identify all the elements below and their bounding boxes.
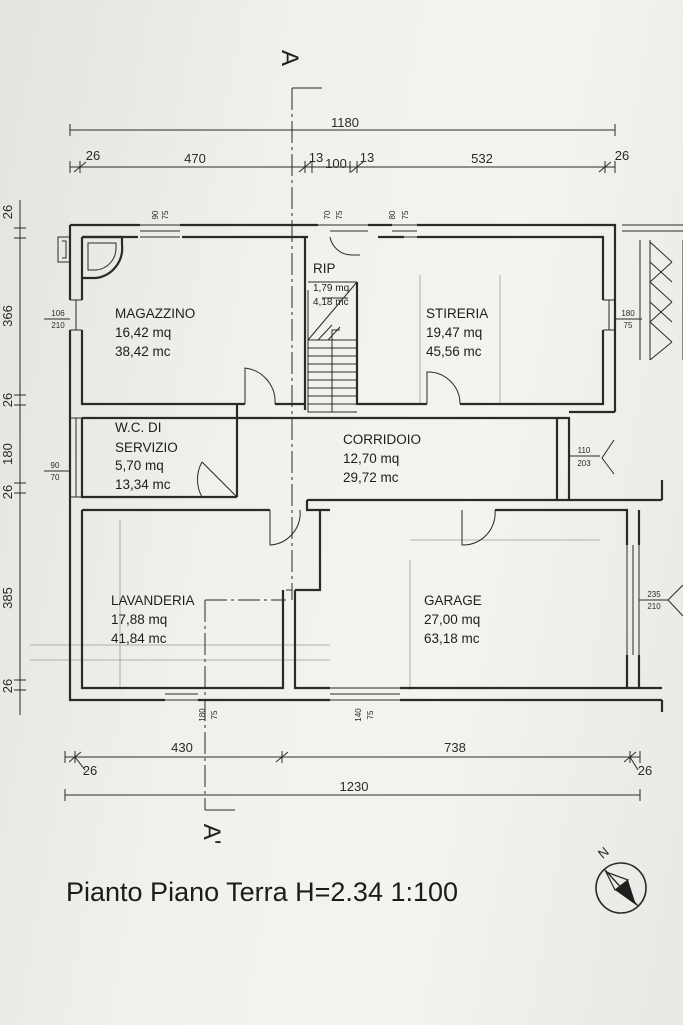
dim-bottom-1: 26 (83, 763, 97, 778)
stairs (307, 224, 683, 413)
stir-right-w: 180 (621, 309, 635, 318)
corr-right-h: 203 (577, 459, 591, 468)
lav-bottom-w: 180 (198, 708, 207, 722)
doors (57, 235, 496, 546)
stireria-name: STIRERIA (426, 306, 488, 321)
section-line: A A' (198, 50, 322, 844)
wc-name-2: SERVIZIO (115, 440, 178, 455)
lavanderia-name: LAVANDERIA (111, 593, 195, 608)
corr-right-w: 110 (578, 446, 591, 455)
dim-top-7: 26 (615, 148, 629, 163)
mag-top-h: 75 (161, 210, 170, 219)
gar-bottom-w: 140 (354, 708, 363, 722)
mag-top-w: 90 (151, 210, 160, 219)
compass-north-label: N (595, 844, 612, 862)
dim-left-5: 26 (0, 485, 15, 499)
magazzino-area: 16,42 mq (115, 325, 171, 340)
garage-area: 27,00 mq (424, 612, 480, 627)
wc-volume: 13,34 mc (115, 477, 171, 492)
stireria-area: 19,47 mq (426, 325, 482, 340)
lavanderia-area: 17,88 mq (111, 612, 167, 627)
dim-bottom-2: 430 (171, 740, 193, 755)
gar-bottom-h: 75 (366, 710, 375, 719)
background-lines (30, 275, 600, 690)
dim-left-7: 26 (0, 679, 15, 693)
plan-title: Pianto Piano Terra H=2.34 1:100 (66, 877, 458, 907)
garage-volume: 63,18 mc (424, 631, 480, 646)
corridoio-area: 12,70 mq (343, 451, 399, 466)
section-label-top: A (276, 50, 303, 66)
garage-name: GARAGE (424, 593, 482, 608)
magazzino-volume: 38,42 mc (115, 344, 171, 359)
wc-left-h: 70 (51, 473, 60, 482)
dim-left-1: 26 (0, 205, 15, 219)
dim-top-1: 26 (86, 148, 100, 163)
rip-name: RIP (313, 261, 336, 276)
opening-labels: 90 75 70 75 80 75 106 210 180 75 90 70 1… (44, 210, 683, 722)
dim-bottom-overall: 1230 (340, 779, 369, 794)
gar-right-h: 210 (647, 602, 661, 611)
stir-top-h: 75 (401, 210, 410, 219)
stir-top-w: 80 (388, 210, 397, 219)
lav-bottom-h: 75 (210, 710, 219, 719)
top-dimensions: 1180 26 470 13 100 13 532 26 (69, 115, 629, 173)
mag-left-h: 210 (51, 321, 65, 330)
stir-right-h: 75 (624, 321, 633, 330)
dim-left-2: 366 (0, 305, 15, 327)
wc-area: 5,70 mq (115, 458, 164, 473)
wc-name-1: W.C. DI (115, 420, 162, 435)
magazzino-name: MAGAZZINO (115, 306, 195, 321)
rip-area: 1,79 mq (313, 283, 349, 294)
dim-top-4: 100 (325, 156, 347, 171)
dim-top-3: 13 (309, 150, 323, 165)
rip-top-w: 70 (323, 210, 332, 219)
dim-bottom-4: 26 (638, 763, 652, 778)
corridoio-volume: 29,72 mc (343, 470, 399, 485)
mag-left-w: 106 (51, 309, 65, 318)
dim-left-3: 26 (0, 393, 15, 407)
section-label-bottom: A' (198, 824, 225, 845)
corridoio-name: CORRIDOIO (343, 432, 421, 447)
dim-top-2: 470 (184, 151, 206, 166)
gar-right-w: 235 (647, 590, 661, 599)
dim-top-5: 13 (360, 150, 374, 165)
compass-icon: N (595, 844, 647, 914)
wc-left-w: 90 (51, 461, 60, 470)
bottom-dimensions: 26 430 738 26 1230 (64, 740, 652, 801)
dim-top-6: 532 (471, 151, 493, 166)
left-dimensions: 26 366 26 180 26 385 26 (0, 200, 26, 715)
dim-left-4: 180 (0, 443, 15, 465)
rip-top-h: 75 (335, 210, 344, 219)
rip-volume: 4,18 mc (313, 297, 349, 308)
dim-top-overall: 1180 (331, 115, 359, 130)
room-labels: MAGAZZINO 16,42 mq 38,42 mc RIP 1,79 mq … (111, 261, 488, 646)
stireria-volume: 45,56 mc (426, 344, 482, 359)
dim-left-6: 385 (0, 587, 15, 609)
dim-bottom-3: 738 (444, 740, 466, 755)
lavanderia-volume: 41,84 mc (111, 631, 167, 646)
